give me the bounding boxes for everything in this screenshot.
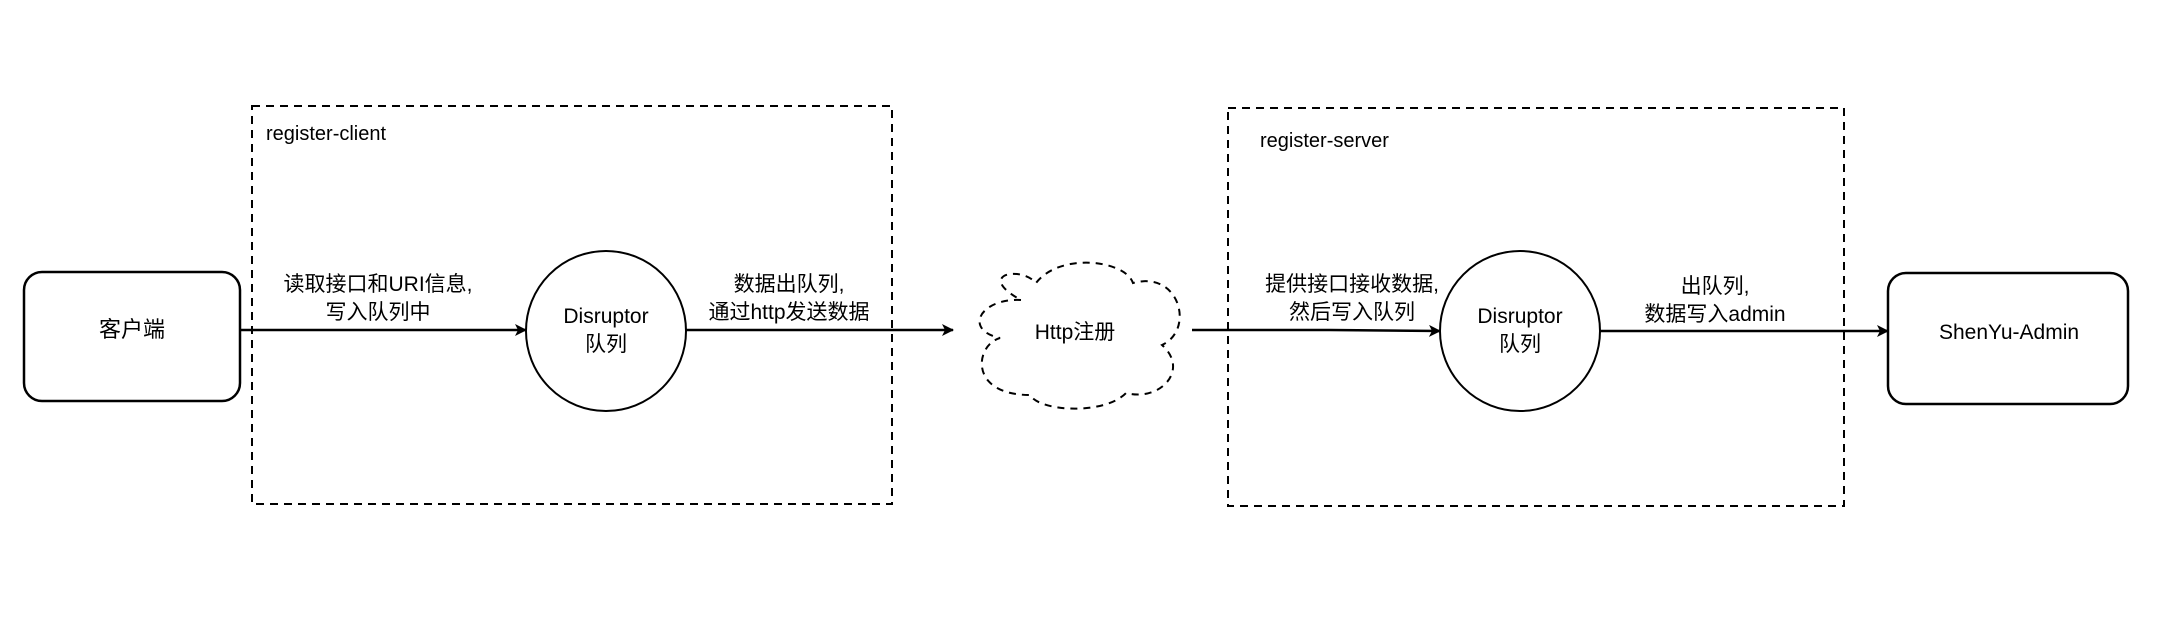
node-shenyu-admin[interactable]: ShenYu-Admin xyxy=(1886,271,2130,406)
edge-http-to-server-disruptor[interactable]: 提供接口接收数据, 然后写入队列 xyxy=(1192,273,1441,337)
group-register-client-label: register-client xyxy=(266,123,386,145)
node-server-disruptor-shape xyxy=(1439,250,1601,412)
node-client-disruptor-label: Disruptor xyxy=(563,305,648,328)
edge-label: 写入队列中 xyxy=(326,301,431,324)
edge-label: 出队列, xyxy=(1681,275,1750,298)
node-http-label: Http注册 xyxy=(1035,321,1116,344)
edge-label: 然后写入队列 xyxy=(1289,301,1415,324)
edge-label: 提供接口接收数据, xyxy=(1265,273,1439,296)
node-shenyu-admin-shape xyxy=(1886,271,2130,406)
node-client-disruptor-label: 队列 xyxy=(585,333,627,356)
cloud-icon xyxy=(978,261,1181,410)
edge-label: 通过http发送数据 xyxy=(708,301,869,324)
node-server-disruptor[interactable]: Disruptor 队列 xyxy=(1439,250,1601,412)
node-http-cloud[interactable]: Http注册 xyxy=(978,261,1181,410)
node-server-disruptor-label: Disruptor xyxy=(1477,305,1562,328)
edge-label: 数据写入admin xyxy=(1644,303,1785,326)
node-client-disruptor-shape xyxy=(525,250,687,412)
node-client[interactable]: 客户端 xyxy=(22,270,242,403)
group-register-server-label: register-server xyxy=(1260,130,1389,152)
node-client-disruptor[interactable]: Disruptor 队列 xyxy=(525,250,687,412)
node-server-disruptor-label: 队列 xyxy=(1499,333,1541,356)
group-register-server[interactable]: register-server xyxy=(1227,107,1845,507)
group-register-server-border xyxy=(1227,107,1845,507)
group-register-client[interactable]: register-client xyxy=(251,105,893,505)
node-client-label: 客户端 xyxy=(99,317,165,342)
edge-label: 数据出队列, xyxy=(734,273,845,296)
node-client-shape xyxy=(22,270,242,403)
edge-client-to-disruptor[interactable]: 读取接口和URI信息, 写入队列中 xyxy=(240,273,527,336)
edge-disruptor-to-http[interactable]: 数据出队列, 通过http发送数据 xyxy=(686,273,954,336)
edge-label: 读取接口和URI信息, xyxy=(284,273,473,296)
node-shenyu-admin-label: ShenYu-Admin xyxy=(1939,321,2079,344)
group-register-client-border xyxy=(251,105,893,505)
edge-line xyxy=(1192,324,1441,337)
edge-server-disruptor-to-admin[interactable]: 出队列, 数据写入admin xyxy=(1600,275,1889,337)
